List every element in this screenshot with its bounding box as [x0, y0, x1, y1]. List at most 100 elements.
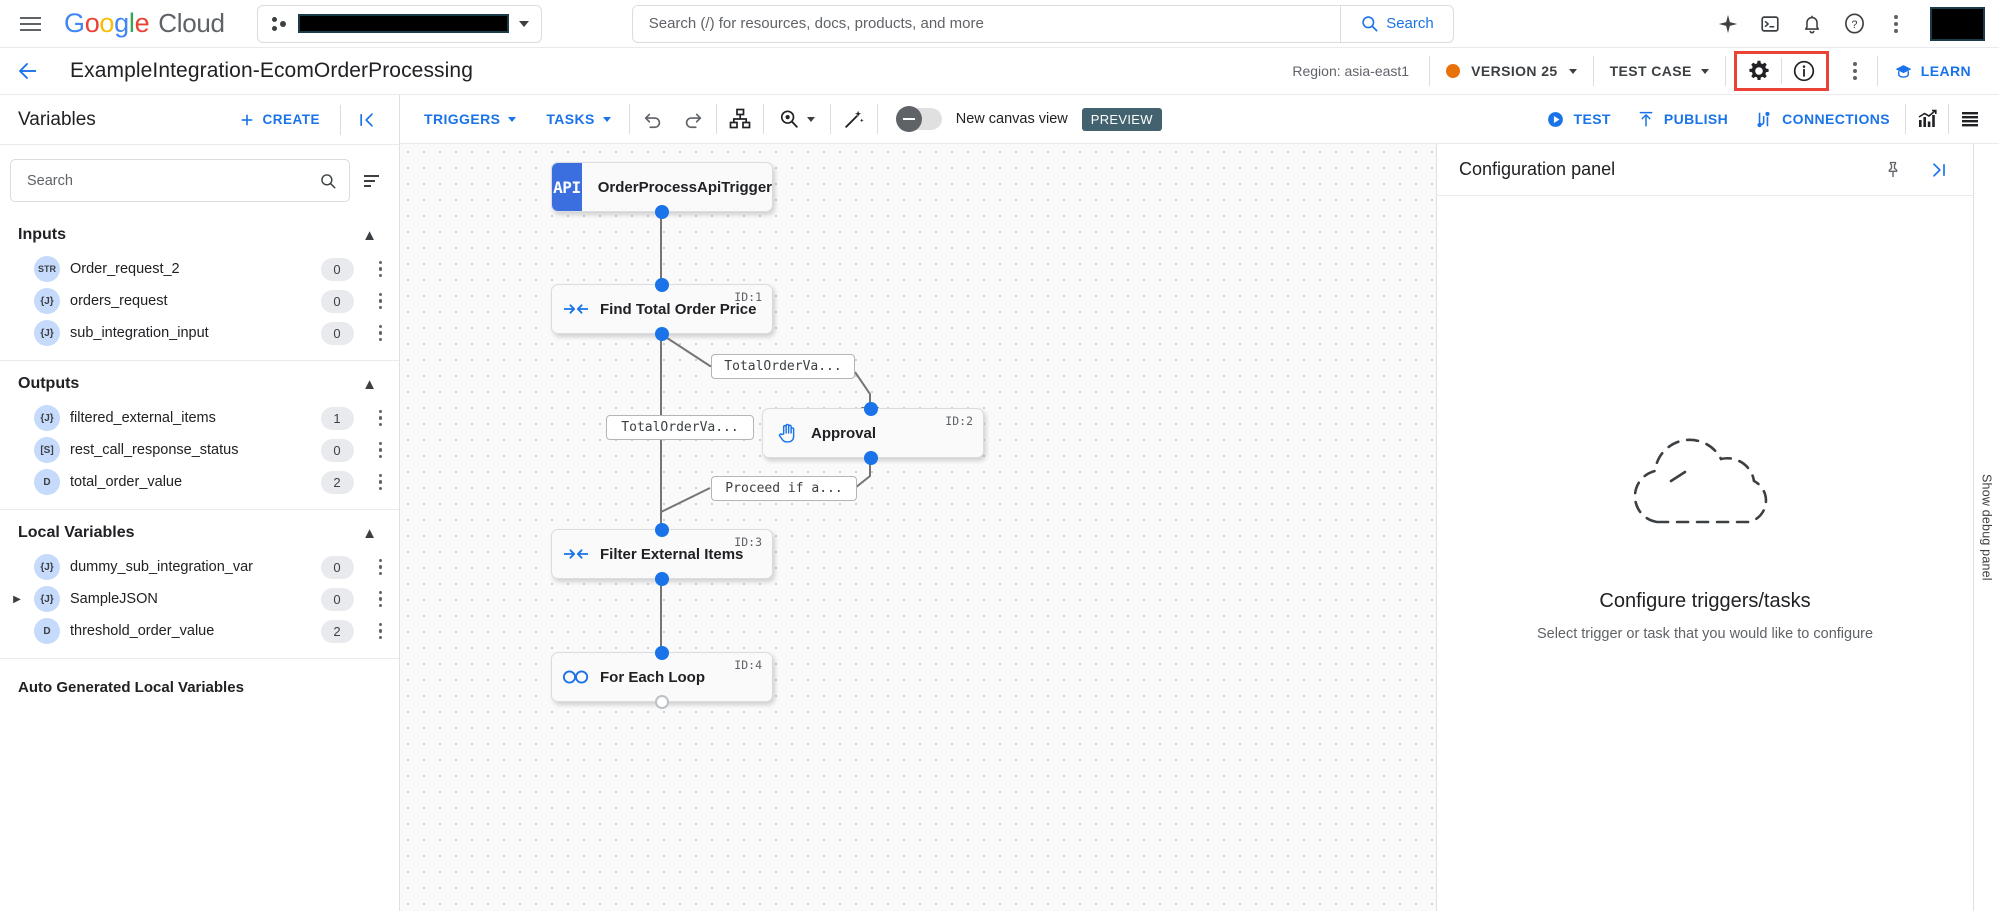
canvas-and-config: API OrderProcessApiTrigger Find Tot [400, 144, 1999, 911]
publish-button[interactable]: PUBLISH [1624, 102, 1741, 136]
variable-row[interactable]: {J} dummy_sub_integration_var 0 [0, 552, 399, 582]
row-more-options-icon[interactable] [376, 290, 386, 313]
edge-label[interactable]: TotalOrderVa... [606, 415, 754, 440]
node-output-port[interactable] [655, 205, 669, 219]
for-each-loop-icon [552, 668, 600, 686]
tasks-dropdown[interactable]: TASKS [532, 103, 624, 135]
node-approval[interactable]: Approval ID:2 [762, 408, 984, 458]
redo-icon[interactable] [674, 100, 712, 138]
debug-panel-rail[interactable]: Show debug panel [1973, 144, 1999, 911]
connections-button[interactable]: CONNECTIONS [1741, 102, 1903, 137]
variables-search[interactable] [10, 159, 350, 202]
section-header-local-variables[interactable]: Local Variables ▲ [0, 510, 399, 552]
variable-row[interactable]: D threshold_order_value 2 [0, 616, 399, 646]
variable-type-badge: {J} [34, 405, 60, 431]
variables-header: Variables CREATE [0, 95, 399, 145]
variables-title: Variables [18, 108, 96, 130]
row-more-options-icon[interactable] [376, 407, 386, 430]
sort-filter-icon[interactable] [360, 171, 383, 191]
triggers-dropdown[interactable]: TRIGGERS [410, 103, 530, 135]
hamburger-menu-icon[interactable] [10, 4, 50, 44]
row-more-options-icon[interactable] [376, 588, 386, 611]
expand-row-icon[interactable]: ▶ [13, 593, 21, 605]
variable-row[interactable]: {J} orders_request 0 [0, 286, 399, 316]
project-selector[interactable] [256, 4, 542, 43]
cloud-shell-icon[interactable] [1750, 4, 1790, 44]
node-input-port[interactable] [655, 278, 669, 292]
version-selector[interactable]: VERSION 25 [1432, 53, 1590, 89]
global-search[interactable]: Search [631, 4, 1454, 43]
node-output-port[interactable] [864, 451, 878, 465]
row-more-options-icon[interactable] [376, 322, 386, 345]
node-input-port[interactable] [864, 402, 878, 416]
collapse-panel-icon[interactable] [340, 104, 389, 135]
zoom-icon[interactable] [768, 100, 826, 138]
triggers-label: TRIGGERS [424, 111, 501, 127]
variable-count: 2 [320, 470, 354, 494]
approval-hand-icon [763, 421, 811, 445]
new-canvas-view-toggle[interactable] [895, 106, 942, 132]
more-options-kebab-icon[interactable] [1835, 51, 1875, 91]
more-options-kebab-icon[interactable] [1876, 4, 1916, 44]
section-header-inputs[interactable]: Inputs ▲ [0, 212, 399, 254]
variable-row[interactable]: STR Order_request_2 0 [0, 254, 399, 284]
expand-panel-icon[interactable] [1919, 150, 1959, 190]
gear-icon[interactable] [1739, 51, 1779, 91]
chevron-up-icon[interactable]: ▲ [362, 524, 377, 542]
magic-wand-icon[interactable] [835, 100, 873, 138]
connections-icon [1757, 111, 1770, 127]
edge-label[interactable]: TotalOrderVa... [711, 354, 855, 379]
integration-canvas[interactable]: API OrderProcessApiTrigger Find Tot [400, 144, 1436, 911]
auto-generated-section-title: Auto Generated Local Variables [18, 679, 244, 696]
variable-row[interactable]: ▶ {J} SampleJSON 0 [0, 584, 399, 614]
auto-layout-icon[interactable] [721, 100, 759, 138]
variable-name: sub_integration_input [70, 325, 209, 341]
row-more-options-icon[interactable] [376, 556, 386, 579]
undo-icon[interactable] [634, 100, 672, 138]
row-more-options-icon[interactable] [376, 258, 386, 281]
variable-row[interactable]: D total_order_value 2 [0, 467, 399, 497]
pin-icon[interactable] [1873, 150, 1913, 190]
variable-row[interactable]: {J} filtered_external_items 1 [0, 403, 399, 433]
row-more-options-icon[interactable] [376, 439, 386, 462]
row-more-options-icon[interactable] [376, 471, 386, 494]
configuration-panel-heading: Configure triggers/tasks [1599, 589, 1811, 612]
notifications-bell-icon[interactable] [1792, 4, 1832, 44]
search-input[interactable] [27, 172, 319, 189]
variable-count: 1 [320, 406, 354, 430]
analytics-chart-icon[interactable] [1908, 100, 1946, 138]
node-output-port[interactable] [655, 695, 669, 709]
node-find-total-order-price[interactable]: Find Total Order Price ID:1 [551, 284, 773, 334]
info-icon[interactable] [1784, 51, 1824, 91]
test-button[interactable]: TEST [1533, 102, 1624, 137]
node-output-port[interactable] [655, 327, 669, 341]
gemini-sparkle-icon[interactable] [1708, 4, 1748, 44]
row-more-options-icon[interactable] [376, 620, 386, 643]
avatar[interactable] [1930, 6, 1985, 41]
variable-row[interactable]: {J} sub_integration_input 0 [0, 318, 399, 348]
variable-row[interactable]: [S] rest_call_response_status 0 [0, 435, 399, 465]
search-button[interactable]: Search [1340, 5, 1453, 42]
test-case-selector[interactable]: TEST CASE [1596, 53, 1723, 89]
chevron-up-icon[interactable]: ▲ [362, 226, 377, 244]
node-input-port[interactable] [655, 523, 669, 537]
connections-label: CONNECTIONS [1782, 111, 1890, 127]
node-input-port[interactable] [655, 646, 669, 660]
chevron-up-icon[interactable]: ▲ [362, 375, 377, 393]
create-variable-button[interactable]: CREATE [229, 104, 330, 136]
node-output-port[interactable] [655, 572, 669, 586]
divider [1948, 104, 1949, 134]
node-filter-external-items[interactable]: Filter External Items ID:3 [551, 529, 773, 579]
learn-button[interactable]: LEARN [1880, 53, 1985, 89]
section-header-outputs[interactable]: Outputs ▲ [0, 361, 399, 403]
help-icon[interactable]: ? [1834, 4, 1874, 44]
show-debug-panel-label[interactable]: Show debug panel [1979, 474, 1994, 581]
variables-scroll-area[interactable]: Inputs ▲ STR Order_request_2 0 {J} order… [0, 145, 399, 911]
logs-list-icon[interactable] [1951, 100, 1989, 138]
search-input[interactable] [632, 5, 1341, 42]
chevron-down-icon [807, 116, 816, 122]
page-header-actions: Region: asia-east1 VERSION 25 TEST CASE [1292, 48, 1985, 94]
back-arrow-icon[interactable] [8, 51, 48, 91]
edge-label[interactable]: Proceed if a... [711, 476, 857, 501]
